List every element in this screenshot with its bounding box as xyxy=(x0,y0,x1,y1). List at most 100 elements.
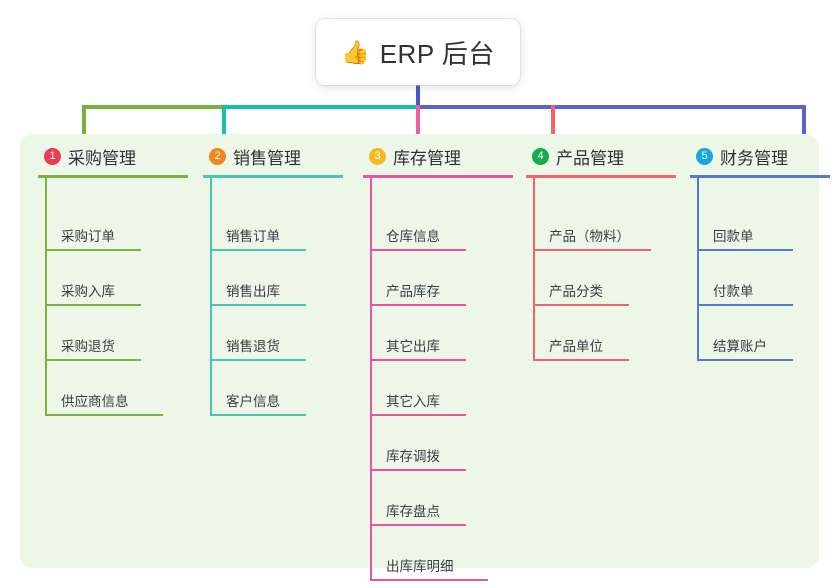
branch-item-label: 产品分类 xyxy=(549,284,603,299)
branch-column-1: 1 采购管理采购订单采购入库采购退货供应商信息 xyxy=(38,142,188,419)
branch-number-badge: 2 xyxy=(209,147,226,165)
branch-item[interactable]: 采购退货 xyxy=(38,309,188,364)
branch-item-underline xyxy=(45,359,141,361)
branch-item[interactable]: 出库库明细 xyxy=(363,529,513,584)
branch-item-underline xyxy=(210,304,306,306)
branch-number-badge: 1 xyxy=(44,147,61,165)
branch-column-2: 2 销售管理销售订单销售出库销售退货客户信息 xyxy=(203,142,343,419)
branch-item[interactable]: 结算账户 xyxy=(690,309,830,364)
branch-item-label: 其它出库 xyxy=(386,339,440,354)
branch-item-underline xyxy=(533,249,651,251)
branch-item-underline xyxy=(45,304,141,306)
branch-item[interactable]: 其它出库 xyxy=(363,309,513,364)
branch-spine xyxy=(370,178,372,581)
branch-item[interactable]: 销售订单 xyxy=(203,199,343,254)
branch-underline xyxy=(363,175,513,178)
branch-underline xyxy=(203,175,343,178)
branch-item[interactable]: 回款单 xyxy=(690,199,830,254)
branch-item-underline xyxy=(697,249,793,251)
branch-item[interactable]: 其它入库 xyxy=(363,364,513,419)
root-title: ERP 后台 xyxy=(379,38,495,69)
branch-title: 库存管理 xyxy=(393,148,461,168)
branch-item[interactable]: 库存盘点 xyxy=(363,474,513,529)
branch-header-1[interactable]: 1 采购管理 xyxy=(38,142,188,170)
drop-connector-3 xyxy=(416,105,420,155)
branch-item[interactable]: 产品库存 xyxy=(363,254,513,309)
branch-spine xyxy=(697,178,699,361)
branch-item-label: 产品单位 xyxy=(549,339,603,354)
root-trunk-connector xyxy=(416,85,420,109)
branch-spine xyxy=(210,178,212,416)
branch-spine xyxy=(45,178,47,416)
branch-item[interactable]: 客户信息 xyxy=(203,364,343,419)
branch-item-label: 采购入库 xyxy=(61,284,115,299)
branch-item-label: 产品库存 xyxy=(386,284,440,299)
branch-item[interactable]: 采购订单 xyxy=(38,199,188,254)
branch-item-underline xyxy=(533,359,629,361)
branch-item[interactable]: 销售出库 xyxy=(203,254,343,309)
branch-underline xyxy=(526,175,676,178)
branch-item[interactable]: 付款单 xyxy=(690,254,830,309)
branch-item[interactable]: 库存调拨 xyxy=(363,419,513,474)
branch-header-2[interactable]: 2 销售管理 xyxy=(203,142,343,170)
branch-column-5: 5 财务管理回款单付款单结算账户 xyxy=(690,142,830,364)
branch-item-label: 客户信息 xyxy=(226,394,280,409)
root-node-content: 👍 ERP 后台 xyxy=(341,34,495,71)
branch-item-underline xyxy=(370,304,466,306)
bus-segment-teal xyxy=(222,105,416,109)
branch-item[interactable]: 产品（物料） xyxy=(526,199,676,254)
diagram-panel xyxy=(20,134,819,568)
branch-item[interactable]: 供应商信息 xyxy=(38,364,188,419)
branch-spine xyxy=(533,178,535,361)
branch-item-underline xyxy=(370,249,466,251)
branch-item-label: 付款单 xyxy=(713,284,754,299)
branch-item[interactable]: 产品单位 xyxy=(526,309,676,364)
branch-number-badge: 5 xyxy=(696,147,713,165)
root-node-card[interactable]: 👍 ERP 后台 xyxy=(316,19,520,85)
bus-segment-blue xyxy=(416,105,806,109)
branch-underline xyxy=(38,175,188,178)
branch-number-badge: 4 xyxy=(532,147,549,165)
branch-item-underline xyxy=(370,524,466,526)
branch-item[interactable]: 销售退货 xyxy=(203,309,343,364)
branch-item-label: 库存盘点 xyxy=(386,504,440,519)
branch-item[interactable]: 采购入库 xyxy=(38,254,188,309)
branch-title: 产品管理 xyxy=(556,148,624,168)
branch-item-underline xyxy=(370,359,466,361)
branch-item-label: 仓库信息 xyxy=(386,229,440,244)
branch-item-label: 供应商信息 xyxy=(61,394,129,409)
branch-item-underline xyxy=(697,359,793,361)
branch-item-label: 销售出库 xyxy=(226,284,280,299)
branch-item-underline xyxy=(370,579,488,581)
branch-item-label: 采购订单 xyxy=(61,229,115,244)
branch-item-underline xyxy=(370,414,466,416)
branch-item[interactable]: 产品分类 xyxy=(526,254,676,309)
bus-segment-green xyxy=(82,105,222,109)
branch-item-label: 库存调拨 xyxy=(386,449,440,464)
branch-title: 销售管理 xyxy=(233,148,301,168)
branch-item-underline xyxy=(210,414,306,416)
branch-header-4[interactable]: 4 产品管理 xyxy=(526,142,676,170)
branch-item-label: 产品（物料） xyxy=(549,229,630,244)
branch-item-underline xyxy=(697,304,793,306)
branch-item-label: 回款单 xyxy=(713,229,754,244)
branch-item-underline xyxy=(210,359,306,361)
branch-item-list: 销售订单销售出库销售退货客户信息 xyxy=(203,178,343,419)
drop-connector-1 xyxy=(82,105,86,155)
branch-item-label: 结算账户 xyxy=(713,339,767,354)
drop-connector-5 xyxy=(802,105,806,155)
branch-item[interactable]: 仓库信息 xyxy=(363,199,513,254)
branch-title: 采购管理 xyxy=(68,148,136,168)
thumbs-up-icon: 👍 xyxy=(341,38,370,65)
branch-item-underline xyxy=(45,414,163,416)
branch-item-list: 采购订单采购入库采购退货供应商信息 xyxy=(38,178,188,419)
branch-item-underline xyxy=(45,249,141,251)
drop-connector-2 xyxy=(222,105,226,155)
branch-item-underline xyxy=(370,469,466,471)
branch-header-5[interactable]: 5 财务管理 xyxy=(690,142,830,170)
branch-item-underline xyxy=(533,304,629,306)
branch-item-list: 回款单付款单结算账户 xyxy=(690,178,830,364)
branch-title: 财务管理 xyxy=(720,148,788,168)
